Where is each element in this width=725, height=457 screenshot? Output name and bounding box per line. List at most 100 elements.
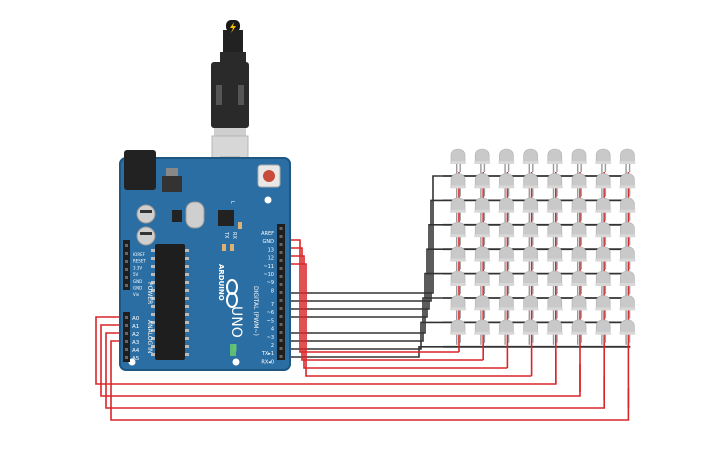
pin-label: ~9: [267, 280, 274, 286]
led[interactable]: [619, 295, 636, 321]
led[interactable]: [546, 295, 563, 321]
pin-label: GND: [263, 239, 275, 245]
pin-label: A2: [132, 332, 139, 338]
pin-label: 13: [268, 247, 274, 253]
red-wires: [95, 172, 630, 421]
pin-label: RX◂0: [261, 359, 274, 365]
led[interactable]: [450, 319, 466, 345]
led[interactable]: [450, 295, 466, 321]
power-label: POWER: [146, 282, 153, 304]
pin-label: 2: [271, 343, 274, 349]
led[interactable]: [619, 246, 636, 272]
led[interactable]: [498, 270, 515, 296]
led[interactable]: [571, 295, 587, 321]
led[interactable]: [498, 173, 515, 199]
led[interactable]: [619, 197, 636, 223]
pin-label: 5V: [133, 272, 139, 277]
led[interactable]: [450, 270, 466, 296]
led[interactable]: [571, 246, 587, 272]
led[interactable]: [595, 246, 612, 272]
pin-label: RESET: [133, 259, 146, 264]
led[interactable]: [522, 295, 539, 321]
led[interactable]: [498, 221, 515, 248]
arduino-infinity-icon: [226, 279, 238, 308]
led[interactable]: [595, 319, 612, 345]
led[interactable]: [571, 221, 587, 248]
led[interactable]: [522, 173, 539, 199]
pin-label: A0: [132, 316, 140, 322]
pin-label: ~11: [263, 264, 274, 270]
led[interactable]: [450, 197, 466, 223]
pin-label: GND: [133, 279, 142, 284]
led[interactable]: [619, 148, 636, 174]
led[interactable]: [619, 173, 636, 199]
led[interactable]: [546, 197, 563, 223]
led[interactable]: [595, 173, 612, 199]
digital-label: DIGITAL (PWM~): [252, 286, 259, 336]
led[interactable]: [571, 197, 587, 223]
led[interactable]: [450, 148, 466, 174]
led[interactable]: [498, 148, 515, 174]
led[interactable]: [619, 270, 636, 296]
led[interactable]: [522, 221, 539, 248]
led[interactable]: [474, 148, 491, 174]
led[interactable]: [474, 270, 491, 296]
led[interactable]: [522, 148, 539, 174]
led[interactable]: [571, 148, 587, 174]
led[interactable]: [474, 246, 491, 272]
led[interactable]: [546, 148, 563, 174]
led[interactable]: [474, 295, 491, 321]
led[interactable]: [546, 246, 563, 272]
led[interactable]: [595, 295, 612, 321]
led[interactable]: [595, 221, 612, 248]
pin-label: ~10: [263, 272, 274, 278]
led[interactable]: [522, 197, 539, 223]
led[interactable]: [450, 173, 466, 199]
led[interactable]: [474, 197, 491, 223]
pin-label: 7: [271, 302, 274, 308]
led[interactable]: [498, 319, 515, 345]
led[interactable]: [498, 246, 515, 272]
led[interactable]: [450, 246, 466, 272]
led[interactable]: [546, 319, 563, 345]
led[interactable]: [619, 221, 636, 248]
led[interactable]: [571, 319, 587, 345]
led[interactable]: [474, 319, 491, 345]
led[interactable]: [595, 270, 612, 296]
pin-label: 4: [271, 327, 274, 333]
led[interactable]: [522, 270, 539, 296]
pin-label: 3.3V: [133, 265, 142, 270]
led[interactable]: [546, 221, 563, 248]
analog-header: [123, 312, 130, 362]
pin-label: TX▸1: [261, 351, 274, 357]
led[interactable]: [546, 173, 563, 199]
led[interactable]: [450, 221, 466, 248]
arduino-board[interactable]: ARDUINO UNO DIGITAL (PWM~) POWER ANALOG …: [119, 150, 291, 371]
led[interactable]: [595, 197, 612, 223]
led[interactable]: [571, 270, 587, 296]
led[interactable]: [571, 173, 587, 199]
pin-label: A5: [132, 356, 140, 362]
lightning-bolt-icon: [230, 22, 236, 33]
led[interactable]: [595, 148, 612, 174]
atmega-chip: [155, 244, 185, 360]
led[interactable]: [474, 173, 491, 199]
led[interactable]: [498, 197, 515, 223]
led[interactable]: [522, 246, 539, 272]
led[interactable]: [522, 319, 539, 345]
led[interactable]: [498, 295, 515, 321]
led[interactable]: [546, 270, 563, 296]
power-jack: [124, 150, 156, 190]
pin-label: IOREF: [133, 252, 146, 257]
tx-label: TX: [223, 231, 229, 239]
rx-label: RX: [231, 232, 237, 239]
power-header: [123, 240, 130, 290]
pin-label: GND: [133, 286, 142, 291]
led-matrix: [450, 148, 636, 345]
led[interactable]: [474, 221, 491, 248]
pin-label: 12: [268, 256, 274, 262]
analog-label: ANALOG IN: [146, 320, 153, 353]
pin-label: A3: [132, 340, 140, 346]
led[interactable]: [619, 319, 636, 345]
